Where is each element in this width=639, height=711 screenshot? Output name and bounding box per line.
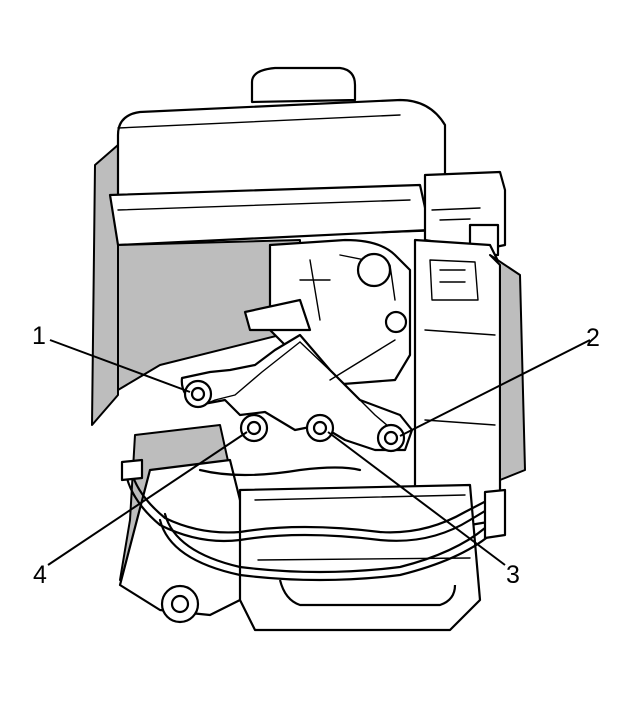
leader-line-2 bbox=[399, 339, 591, 437]
callout-4: 4 bbox=[33, 561, 47, 589]
bolt-2-icon bbox=[376, 423, 406, 453]
fitting-icon bbox=[384, 310, 408, 334]
line-fitting-icon bbox=[483, 488, 507, 540]
leader-line-4 bbox=[47, 431, 248, 566]
bolt-1-icon bbox=[183, 379, 213, 409]
leader-line-3 bbox=[327, 431, 506, 566]
bolt-4-icon bbox=[239, 413, 269, 443]
callout-1: 1 bbox=[32, 322, 46, 350]
brake-lines bbox=[120, 458, 507, 582]
pump-motor bbox=[118, 424, 482, 632]
control-module bbox=[413, 238, 526, 527]
leader-line-1 bbox=[49, 339, 191, 393]
callout-2: 2 bbox=[586, 324, 600, 352]
bolt-3-icon bbox=[305, 413, 335, 443]
line-fitting-icon bbox=[120, 458, 144, 482]
callout-3: 3 bbox=[506, 561, 520, 589]
sensor-port-icon bbox=[356, 252, 392, 288]
